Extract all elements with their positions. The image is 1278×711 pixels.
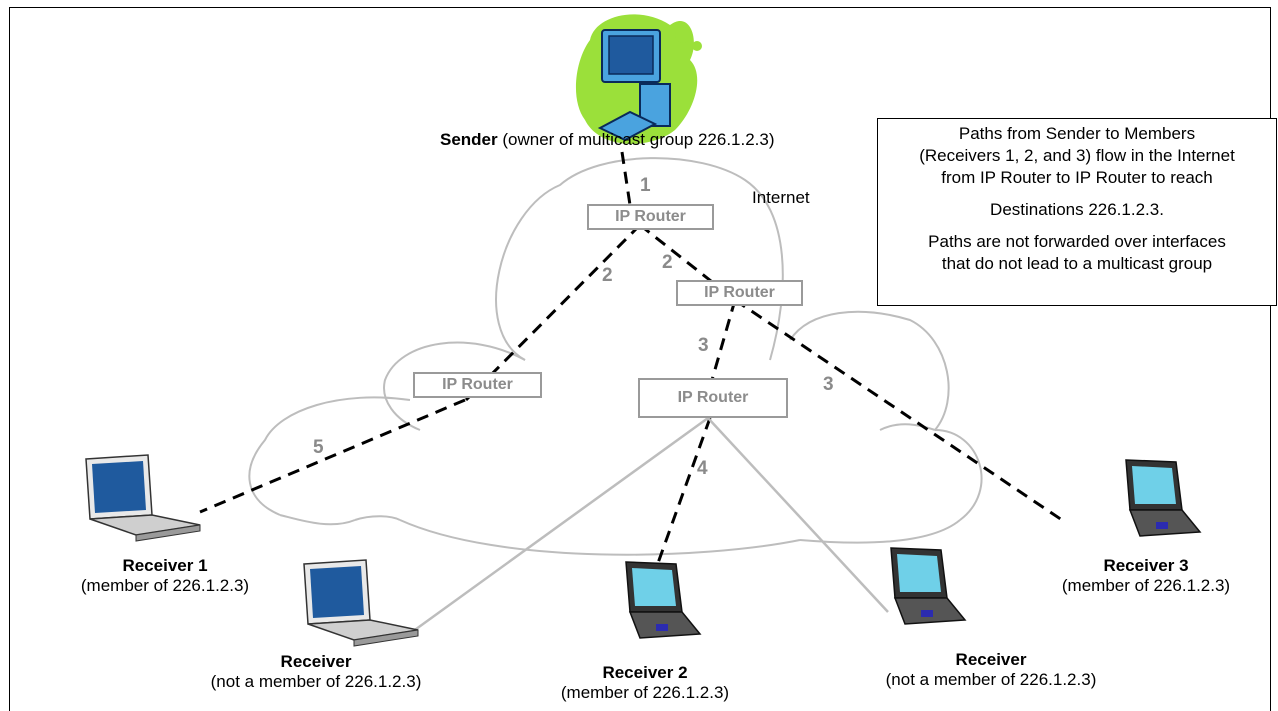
receiver-nonmember-right-detail: (not a member of 226.1.2.3) <box>885 670 1097 689</box>
receiver-3-detail: (member of 226.1.2.3) <box>1061 576 1231 595</box>
info-line-2: (Receivers 1, 2, and 3) flow in the Inte… <box>919 146 1235 165</box>
receiver-3-label: Receiver 3 (member of 226.1.2.3) <box>1036 556 1256 596</box>
info-line-5: Paths are not forwarded over interfaces <box>928 232 1226 251</box>
sender-detail: (owner of multicast group 226.1.2.3) <box>502 130 775 149</box>
diagram-frame <box>9 7 1271 711</box>
laptop-icon-receiver-2 <box>625 561 702 639</box>
receiver-1-detail: (member of 226.1.2.3) <box>80 576 250 595</box>
hop-1: 1 <box>640 175 651 196</box>
receiver-3-name: Receiver 3 <box>1103 556 1189 575</box>
receiver-nonmember-left-label: Receiver (not a member of 226.1.2.3) <box>200 652 432 692</box>
ip-router-top: IP Router <box>587 204 714 230</box>
receiver-1-label: Receiver 1 (member of 226.1.2.3) <box>55 556 275 596</box>
receiver-2-name: Receiver 2 <box>602 663 688 682</box>
receiver-1-name: Receiver 1 <box>122 556 208 575</box>
hop-4: 4 <box>697 458 708 479</box>
info-line-1: Paths from Sender to Members <box>958 124 1196 143</box>
path-hop-5 <box>199 398 466 514</box>
info-line-6: that do not lead to a multicast group <box>941 254 1213 273</box>
path-hop-3-down <box>710 299 737 381</box>
info-line-3: from IP Router to IP Router to reach <box>941 168 1213 187</box>
link-to-nonmember-left <box>411 416 709 634</box>
link-to-nonmember-right <box>707 417 889 613</box>
internet-cloud <box>248 157 983 556</box>
hop-2-left: 2 <box>602 265 613 286</box>
receiver-nonmember-right-name: Receiver <box>955 650 1027 669</box>
receiver-2-detail: (member of 226.1.2.3) <box>560 683 730 702</box>
laptop-icon-receiver-1 <box>85 454 201 542</box>
sender-computer-icon <box>575 14 702 144</box>
hop-5: 5 <box>313 437 324 458</box>
non-member-links <box>411 416 889 634</box>
internet-label: Internet <box>752 188 810 207</box>
laptop-icon-receiver-3 <box>1125 459 1202 537</box>
receiver-2-label: Receiver 2 (member of 226.1.2.3) <box>535 663 755 703</box>
laptop-icon-nonmember-right <box>890 547 967 625</box>
laptop-icon-nonmember-left <box>303 559 419 647</box>
sender-label: Sender (owner of multicast group 226.1.2… <box>440 130 775 150</box>
receiver-nonmember-left-name: Receiver <box>280 652 352 671</box>
hop-3-down: 3 <box>698 335 709 356</box>
info-line-4: Destinations 226.1.2.3. <box>990 200 1164 219</box>
ip-router-bottom: IP Router <box>638 378 788 418</box>
hop-3-right: 3 <box>823 374 834 395</box>
receiver-nonmember-left-detail: (not a member of 226.1.2.3) <box>210 672 422 691</box>
info-box: Paths from Sender to Members (Receivers … <box>877 118 1277 306</box>
hop-2-right: 2 <box>662 252 673 273</box>
path-hop-2-left <box>464 223 642 402</box>
path-hop-4 <box>656 417 712 564</box>
receiver-nonmember-right-label: Receiver (not a member of 226.1.2.3) <box>855 650 1127 690</box>
ip-router-right: IP Router <box>676 280 803 306</box>
path-hop-1 <box>620 151 632 206</box>
sender-name: Sender <box>440 130 498 149</box>
path-hop-3-right <box>734 298 1063 522</box>
ip-router-left: IP Router <box>413 372 542 398</box>
